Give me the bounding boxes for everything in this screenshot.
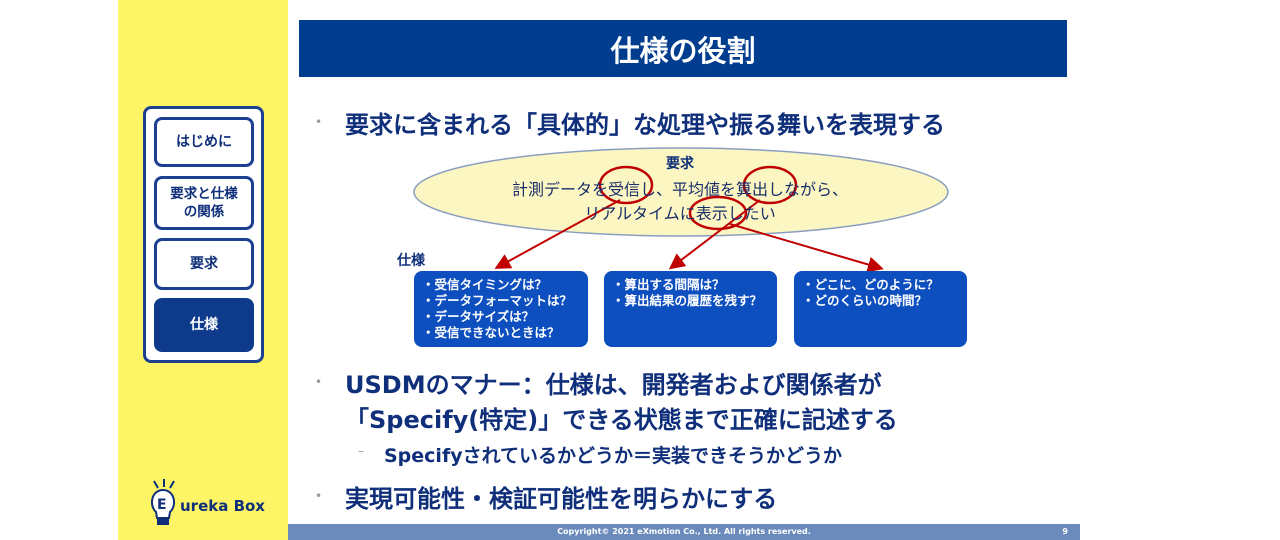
highlight-circle	[598, 165, 654, 205]
highlight-circle	[688, 195, 748, 231]
slide-title: 仕様の役割	[299, 20, 1067, 77]
bullet-2-line-2: 「Specify(特定)」できる状態まで正確に記述する	[345, 406, 898, 434]
logo-text: ureka Box	[180, 497, 265, 515]
spec-item: ・どのくらいの時間？	[802, 293, 928, 308]
spec-item: ・受信できないときは？	[422, 325, 560, 340]
nav-label: はじめに	[176, 133, 232, 150]
spec-item: ・どこに、どのように？	[802, 277, 939, 292]
nav-item-requirement[interactable]: 要求	[154, 238, 254, 290]
spec-box-display: ・どこに、どのように？ ・どのくらいの時間？	[794, 271, 967, 347]
requirement-text-2: リアルタイムに表示したい	[584, 204, 776, 223]
nav-label: 仕様	[190, 316, 218, 333]
footer: Copyright© 2021 eXmotion Co., Ltd. All r…	[288, 524, 1080, 540]
spec-item: ・算出結果の履歴を残す？	[612, 293, 763, 308]
nav-item-intro[interactable]: はじめに	[154, 117, 254, 167]
spec-box-receive: ・受信タイミングは？ ・データフォーマットは？ ・データサイズは？ ・受信できな…	[414, 271, 588, 347]
arrow	[494, 199, 621, 269]
bullet-1: 要求に含まれる「具体的」な処理や振る舞いを表現する	[345, 111, 945, 139]
spec-box-calculate: ・算出する間隔は？ ・算出結果の履歴を残す？	[604, 271, 777, 347]
sub-bullet: Specifyされているかどうか＝実装できそうかどうか	[384, 445, 843, 467]
copyright: Copyright© 2021 eXmotion Co., Ltd. All r…	[557, 527, 811, 536]
spec-item: ・算出する間隔は？	[612, 277, 725, 292]
nav-item-relation[interactable]: 要求と仕様の関係	[154, 176, 254, 230]
section-nav: はじめに 要求と仕様の関係 要求 仕様	[143, 106, 264, 363]
spec-item: ・データフォーマットは？	[422, 293, 573, 308]
bullet-icon: •	[315, 489, 323, 503]
bullet-icon: •	[315, 115, 323, 129]
eureka-box-logo: E ureka Box	[146, 478, 265, 528]
spec-item: ・受信タイミングは？	[422, 277, 548, 292]
requirement-label: 要求	[666, 156, 694, 172]
nav-label: 要求	[190, 255, 218, 272]
diagram-graphics	[413, 147, 949, 273]
svg-text:E: E	[157, 497, 167, 513]
nav-item-spec[interactable]: 仕様	[154, 298, 254, 352]
page-number: 9	[1062, 527, 1068, 536]
highlight-circle	[742, 165, 798, 205]
spec-label: 仕様	[397, 253, 425, 269]
lightbulb-icon: E	[150, 479, 176, 525]
bullet-3: 実現可能性・検証可能性を明らかにする	[345, 485, 778, 513]
requirement-ellipse	[413, 147, 949, 237]
nav-label: 要求と仕様の関係	[170, 185, 238, 220]
requirement-text-1: 計測データを受信し、平均値を算出しながら、	[511, 180, 848, 199]
arrow	[668, 199, 761, 270]
bullet-icon: •	[315, 375, 323, 389]
arrow	[729, 223, 884, 273]
bullet-2-line-1: USDMのマナー：仕様は、開発者および関係者が	[345, 371, 882, 399]
dash-icon: –	[358, 444, 364, 458]
spec-item: ・データサイズは？	[422, 309, 535, 324]
